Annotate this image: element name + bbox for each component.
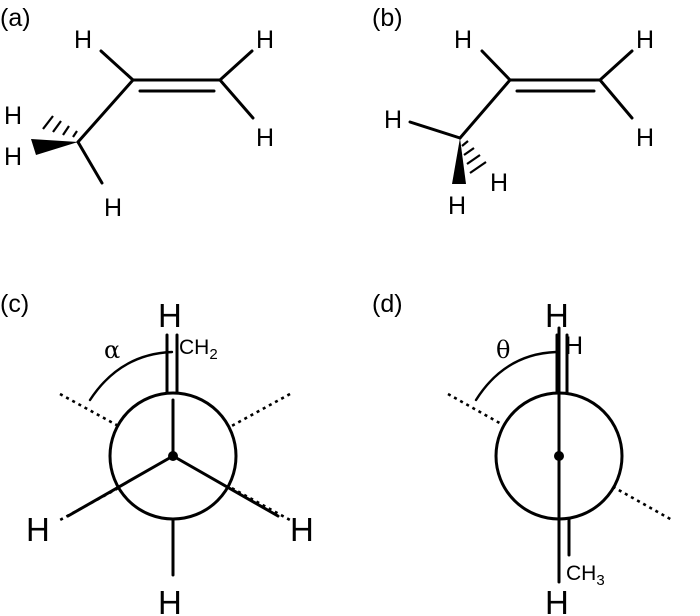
panel-b: (b) H H H H H H xyxy=(372,4,654,220)
bond-c2-c3 xyxy=(458,78,512,140)
hashed-bond xyxy=(42,115,78,138)
atom-h: H xyxy=(636,124,654,152)
bond-c3-h-down xyxy=(76,140,104,185)
panel-b-label: (b) xyxy=(372,4,403,32)
dihedral-angle-arc xyxy=(88,350,174,402)
atom-h: H xyxy=(74,26,92,54)
front-carbon-dot xyxy=(168,451,178,461)
atom-h: H xyxy=(545,584,569,616)
dihedral-angle-arc xyxy=(474,350,558,402)
hashed-bond xyxy=(461,140,487,174)
atom-h: H xyxy=(256,124,274,152)
panel-a: (a) H H H H H H xyxy=(0,4,274,222)
wedge-bond xyxy=(452,138,466,184)
atom-h: H xyxy=(565,332,583,360)
panel-d-label: (d) xyxy=(372,290,403,318)
panel-a-label: (a) xyxy=(0,4,31,32)
atom-h: H xyxy=(4,102,22,130)
atom-h: H xyxy=(448,192,466,220)
panel-d: (d) θ H H CH3 H xyxy=(372,290,673,616)
front-carbon-dot xyxy=(554,451,564,461)
atom-h: H xyxy=(104,194,122,222)
panel-c: (c) α H CH2 H H H xyxy=(0,290,314,616)
atom-h: H xyxy=(290,511,314,548)
atom-h: H xyxy=(384,106,402,134)
panel-c-label: (c) xyxy=(0,290,29,318)
bond-c1-h-bottom xyxy=(598,78,634,120)
ch3-label: CH3 xyxy=(566,562,605,589)
front-bond-left xyxy=(66,454,175,518)
atom-h: H xyxy=(158,584,182,616)
atom-h: H xyxy=(545,297,569,334)
atom-h: H xyxy=(636,26,654,54)
bond-c1-h-top xyxy=(598,49,634,82)
alpha-symbol: α xyxy=(104,336,120,364)
bond-c2-h xyxy=(480,49,512,82)
theta-symbol: θ xyxy=(496,336,510,364)
bond-c1-h-bottom xyxy=(218,78,255,120)
front-bond-right xyxy=(171,454,280,518)
bond-c1-h-top xyxy=(218,49,254,82)
atom-h: H xyxy=(490,169,508,197)
bond-c2-c3 xyxy=(76,78,135,144)
bond-c3-h-left xyxy=(408,120,462,140)
bond-c2-h xyxy=(99,49,135,82)
atom-h: H xyxy=(26,511,50,548)
atom-h: H xyxy=(256,26,274,54)
atom-h: H xyxy=(454,26,472,54)
atom-h: H xyxy=(4,143,22,171)
dotted-plane-line xyxy=(59,392,291,522)
ch2-label: CH2 xyxy=(179,336,218,363)
wedge-bond xyxy=(31,139,78,155)
atom-h: H xyxy=(158,297,182,334)
